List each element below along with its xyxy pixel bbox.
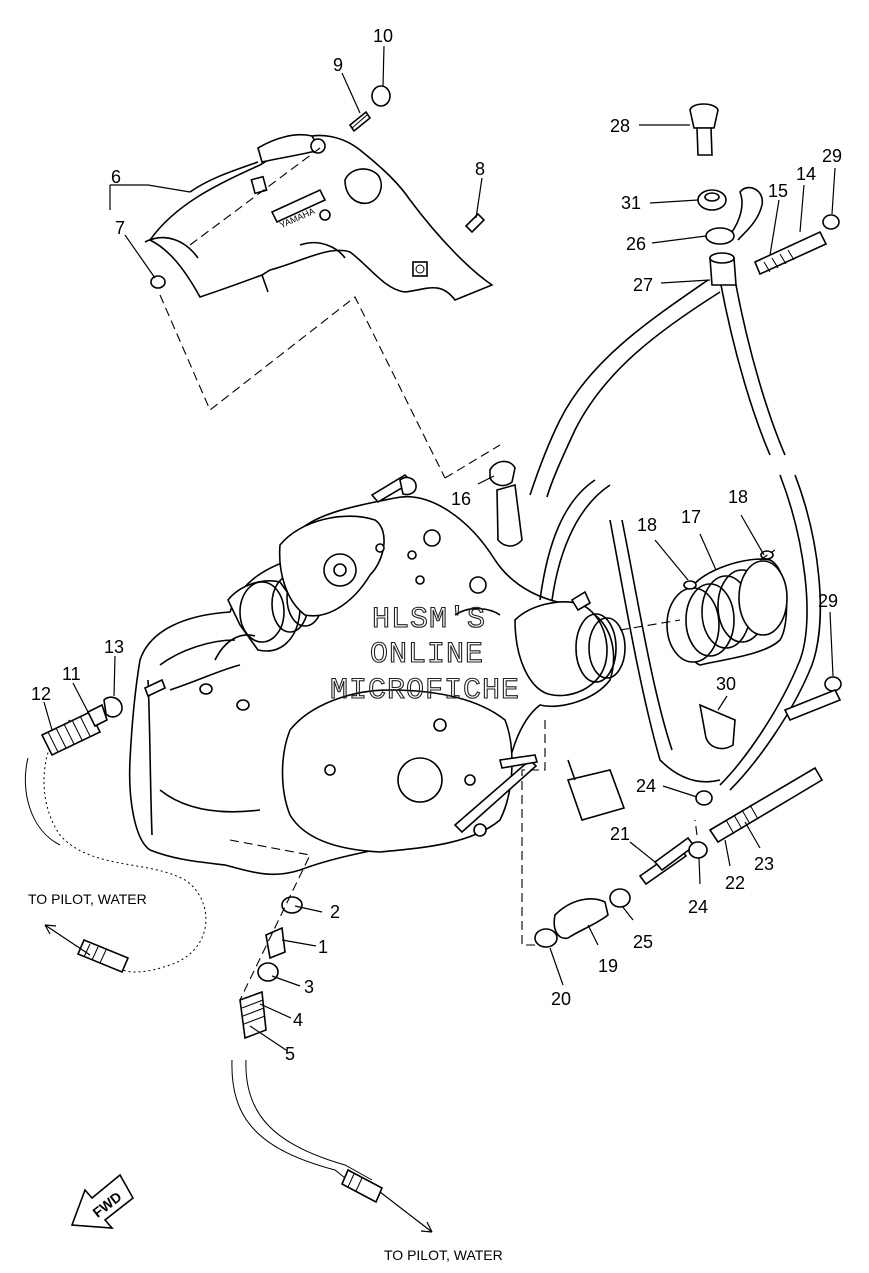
arrow-left-pilot (44, 924, 91, 956)
part-label-29b: 29 (818, 591, 838, 611)
part-label-2: 2 (330, 902, 340, 922)
part-label-23: 23 (754, 854, 774, 874)
part-label-21: 21 (610, 824, 630, 844)
part-label-26: 26 (626, 234, 646, 254)
part-label-20: 20 (551, 989, 571, 1009)
exhaust-bellows (666, 550, 788, 666)
part-label-27: 27 (633, 275, 653, 295)
part-label-4: 4 (293, 1010, 303, 1030)
bolt-part-9 (348, 110, 372, 133)
engine-cover: YAMAHA (144, 133, 494, 301)
clip-part-8 (464, 212, 486, 234)
part-label-22: 22 (725, 873, 745, 893)
part-label-14: 14 (796, 164, 816, 184)
assembly-guide-lines (159, 147, 776, 1001)
part-label-30: 30 (716, 674, 736, 694)
part-label-13: 13 (104, 637, 124, 657)
part-label-10: 10 (373, 26, 393, 46)
part-label-15: 15 (768, 181, 788, 201)
part-label-1: 1 (318, 937, 328, 957)
part-label-28: 28 (610, 116, 630, 136)
part-label-24a: 24 (636, 776, 656, 796)
exhaust-assembly (128, 473, 626, 876)
part-label-17: 17 (681, 507, 701, 527)
arrow-bottom-pilot (379, 1191, 433, 1233)
watermark-line-3: MICROFICHE (330, 674, 520, 708)
watermark: HLSM'S ONLINE MICROFICHE (329, 602, 520, 708)
part-label-9: 9 (333, 55, 343, 75)
part-label-6: 6 (111, 167, 121, 187)
part-label-8: 8 (475, 159, 485, 179)
watermark-line-2: ONLINE (370, 638, 484, 672)
part-label-3: 3 (304, 977, 314, 997)
part-label-19: 19 (598, 956, 618, 976)
part-label-11: 11 (62, 664, 81, 684)
part-label-29a: 29 (822, 146, 842, 166)
part-label-12: 12 (31, 684, 51, 704)
o-ring (150, 275, 166, 289)
part-label-7: 7 (115, 218, 125, 238)
hoses (24, 279, 822, 1191)
fwd-arrow: FWD (70, 1173, 135, 1229)
watermark-line-1: HLSM'S (372, 603, 486, 637)
part-label-5: 5 (285, 1044, 295, 1064)
to-pilot-water-left: TO PILOT, WATER (28, 891, 147, 907)
part-label-31: 31 (621, 193, 641, 213)
part-number-labels: 1 2 3 4 5 6 7 8 9 10 11 12 13 14 15 16 1… (31, 26, 842, 1064)
callout-leaders (43, 45, 836, 1051)
part-label-18b: 18 (728, 487, 748, 507)
part-label-16: 16 (451, 489, 471, 509)
part-label-24b: 24 (688, 897, 708, 917)
part-label-25: 25 (633, 932, 653, 952)
part-label-18a: 18 (637, 515, 657, 535)
fittings (40, 103, 842, 1204)
to-pilot-water-bottom: TO PILOT, WATER (384, 1247, 503, 1263)
cap-part-10 (371, 85, 391, 107)
